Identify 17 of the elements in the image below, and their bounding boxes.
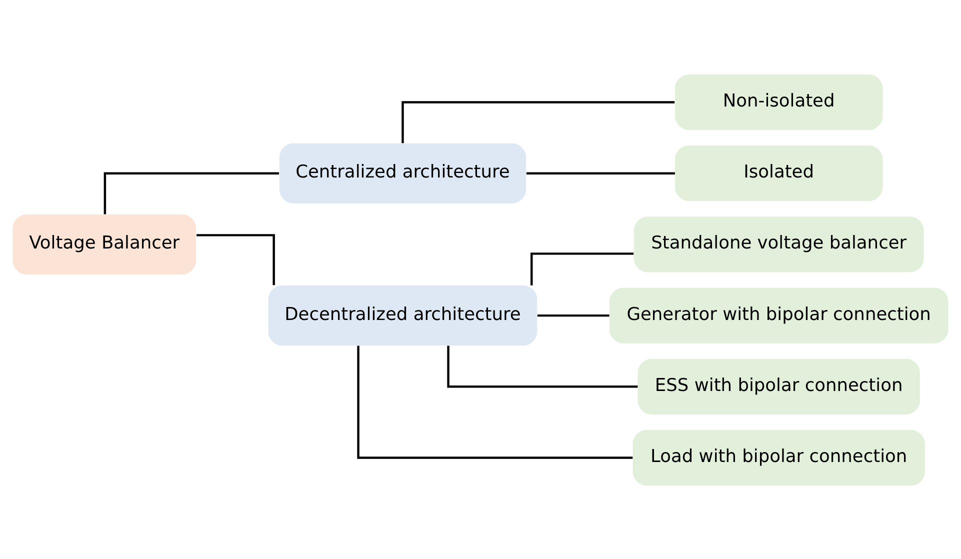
node-box: Standalone voltage balancer — [634, 216, 924, 272]
node-box: Voltage Balancer — [12, 214, 196, 274]
connector — [526, 172, 675, 174]
node-box: Load with bipolar connection — [632, 430, 925, 486]
node-box: Isolated — [674, 145, 883, 201]
node-box: Decentralized architecture — [268, 285, 538, 346]
connector — [447, 345, 638, 388]
connector — [357, 345, 633, 458]
node-box: Generator with bipolar connection — [609, 287, 948, 343]
connector — [530, 252, 634, 285]
connector — [104, 172, 280, 214]
node-box: Non-isolated — [674, 74, 883, 130]
node-box: Centralized architecture — [279, 142, 526, 203]
connector — [196, 234, 275, 285]
connector — [402, 100, 675, 143]
connector — [537, 314, 610, 316]
node-box: ESS with bipolar connection — [638, 358, 920, 414]
